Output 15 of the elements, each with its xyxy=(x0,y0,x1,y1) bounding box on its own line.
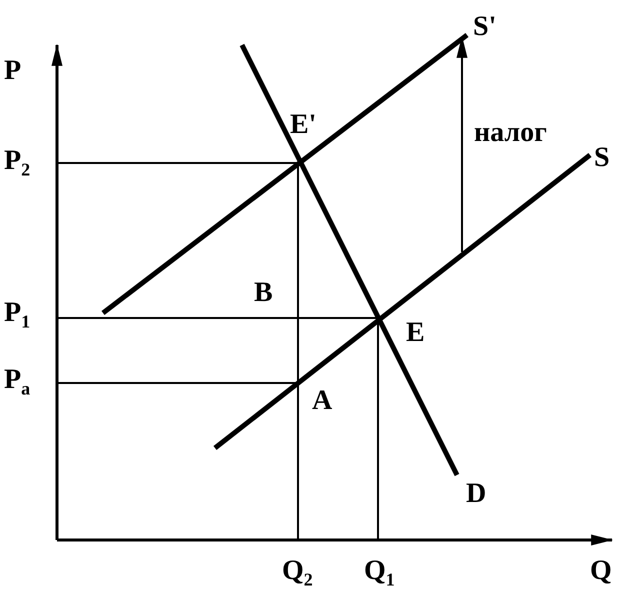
point-label: E xyxy=(406,318,425,348)
axis-label: P xyxy=(4,56,22,86)
point-label: E' xyxy=(290,110,316,140)
price-label: P$_{2}$ xyxy=(4,146,30,182)
point-label: A xyxy=(312,386,332,416)
price-label: P$_{a}$ xyxy=(4,365,30,401)
price-label: P$_{1}$ xyxy=(4,298,30,334)
quantity-label: Q$_{2}$ xyxy=(282,556,313,590)
curve-label: D xyxy=(466,479,486,509)
curve-label: S xyxy=(594,143,610,173)
tax-label: налог xyxy=(474,118,547,148)
curve-label: S' xyxy=(473,12,496,42)
point-label: B xyxy=(254,278,273,308)
quantity-label: Q$_{1}$ xyxy=(364,556,395,590)
axis-label: Q xyxy=(590,556,612,586)
